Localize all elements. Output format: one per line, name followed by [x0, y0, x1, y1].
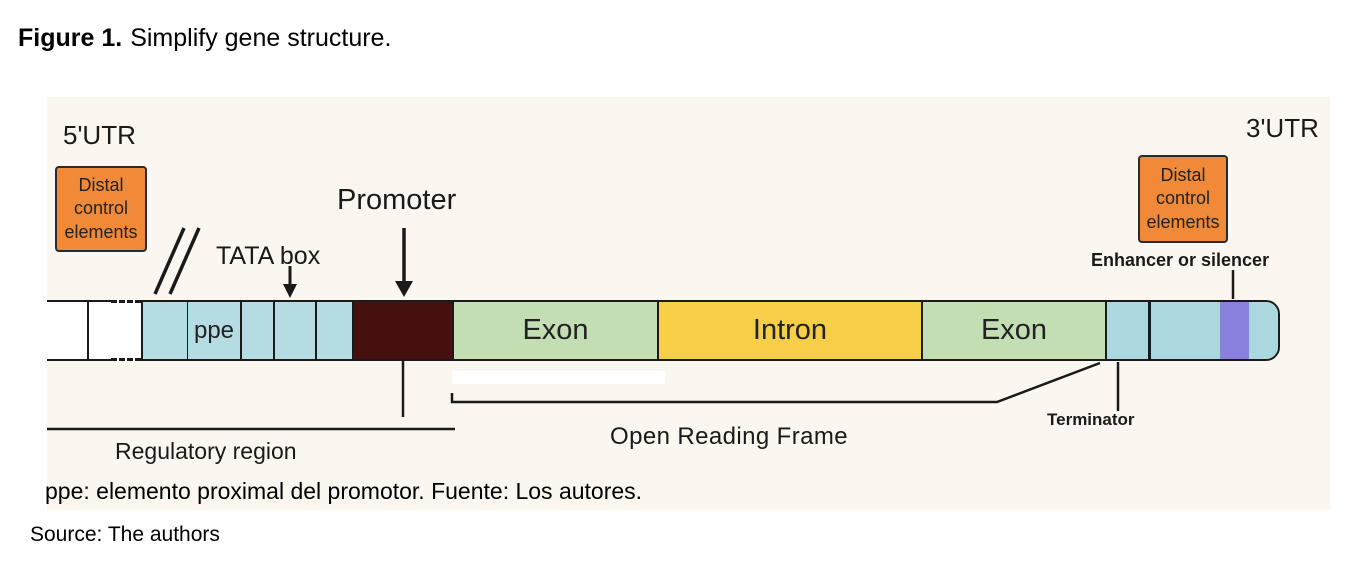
regulatory-region-label: Regulatory region: [115, 438, 297, 464]
utr3-label: 3'UTR: [1246, 113, 1319, 143]
open-reading-frame-label: Open Reading Frame: [610, 423, 848, 450]
promoter-label: Promoter: [337, 184, 457, 216]
figure-title-prefix: Figure 1.: [18, 24, 123, 52]
gene-bar-break-segment: [111, 300, 141, 361]
terminator-label: Terminator: [1047, 410, 1135, 429]
segment-ppe: ppe: [187, 302, 240, 359]
figure-title-text: Simplify gene structure.: [130, 24, 392, 52]
segment-promoter: [352, 302, 452, 359]
intron-label: Intron: [752, 314, 828, 346]
figure-title: Figure 1.Simplify gene structure.: [18, 24, 391, 53]
segment-tata-box: [273, 302, 315, 359]
distal-control-elements-box-left: Distal control elements: [55, 166, 147, 252]
segment-exon-1: Exon: [452, 302, 657, 359]
segment-utr3-1: [1148, 302, 1220, 359]
distal-control-elements-right-label: Distal control elements: [1146, 164, 1220, 232]
whiteout-artifact: [452, 371, 665, 384]
segment-exon-2: Exon: [921, 302, 1105, 359]
source-note: Source: The authors: [30, 523, 220, 546]
exon2-label: Exon: [980, 314, 1048, 346]
caption-spanish: ppe: elemento proximal del promotor. Fue…: [45, 478, 643, 504]
segment-upstream-3: [315, 302, 352, 359]
tata-box-label: TATA box: [216, 242, 321, 270]
distal-control-elements-box-right: Distal control elements: [1138, 155, 1228, 243]
segment-upstream-2: [240, 302, 273, 359]
gene-bar-open-segment: [47, 300, 111, 361]
segment-intron: Intron: [657, 302, 921, 359]
ppe-label: ppe: [193, 316, 235, 344]
gene-bar: ppe Exon Intron Exon: [141, 300, 1280, 361]
exon1-label: Exon: [522, 314, 589, 346]
segment-upstream-1: [143, 302, 187, 359]
gene-bar-open-divider: [87, 300, 89, 361]
utr5-label: 5'UTR: [63, 120, 136, 150]
enhancer-or-silencer-label: Enhancer or silencer: [1091, 250, 1270, 270]
segment-terminator: [1105, 302, 1148, 359]
segment-utr3-2: [1249, 302, 1278, 359]
segment-enhancer-silencer: [1220, 302, 1249, 359]
distal-control-elements-left-label: Distal control elements: [64, 174, 138, 242]
